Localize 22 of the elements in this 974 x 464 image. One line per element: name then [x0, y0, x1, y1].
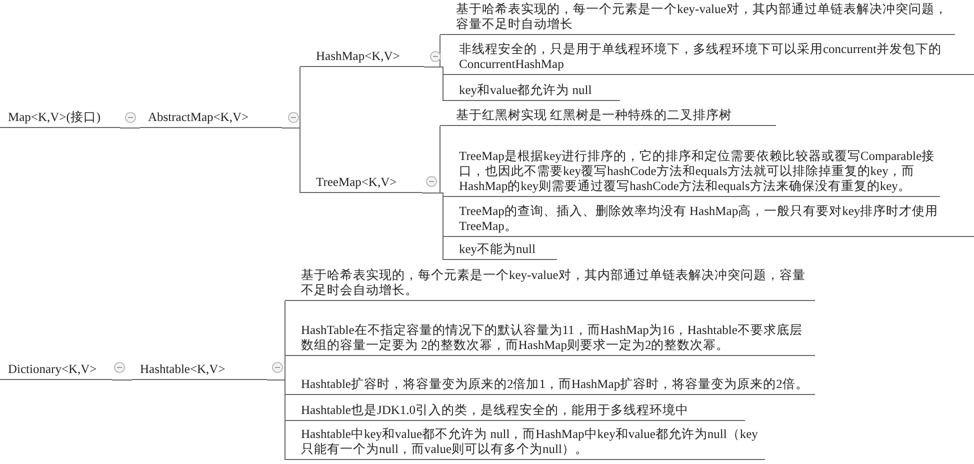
topic-text: key不能为null	[443, 240, 557, 260]
connector-line	[424, 66, 444, 102]
topic-text: Hashtable中key和value都不允许为 null，而HashMap中key和value都允许为null（key只能有一个为null，而value则可以有多个为null）。	[285, 424, 765, 460]
topic-text: 基于红黑树实现 红黑树是一种特殊的二叉排序树	[440, 104, 776, 126]
topic-text: HashMap<K,V>	[300, 47, 424, 67]
topic-text: AbstractMap<K,V>	[140, 108, 282, 128]
topic-text: TreeMap<K,V>	[300, 172, 422, 193]
topic-text: Hashtable扩容时，将容量变为原来的2倍加1，而HashMap扩容时，将容量变为原来的2倍。	[285, 359, 815, 395]
topic-text: TreeMap是根据key进行排序的，它的排序和定位需要依赖比较器或覆写Comparable接口，也因此不需要key覆写hashCode方法和equals方法就可以排除掉重复的key，而HashMap的key则需要通过覆写hashCode方法和equals方法来确保没有重复的key。	[443, 130, 940, 197]
topic-text: TreeMap的查询、插入、删除效率均没有 HashMap高，一般只有要对key排序时才使用TreeMap。	[443, 201, 974, 237]
topic-text: Hashtable<K,V>	[132, 358, 267, 380]
topic-text: 基于哈希表实现的，每一个元素是一个key-value对，其内部通过单链表解决冲突问题，容量不足时自动增长	[440, 2, 955, 35]
topic-text: key和value都允许为 null	[443, 80, 620, 101]
connector-line	[282, 128, 300, 194]
topic-text: HashTable在不指定容量的情况下的默认容量为11，而HashMap为16，Hashtable不要求底层数组的容量一定要为 2的整数次幂，而HashMap则要求一定为2的整数次幂。	[285, 304, 815, 356]
connector-line	[266, 380, 286, 460]
topic-text: Map<K,V>(接口)	[0, 108, 120, 128]
topic-text: 非线程安全的，只是用于单线程环境下，多线程环境下可以采用concurrent并发包下的ConcurrentHashMap	[443, 40, 974, 75]
topic-text: Dictionary<K,V>	[0, 358, 112, 380]
topic-text: 基于哈希表实现的，每个元素是一个key-value对，其内部通过单链表解决冲突问题，容量不足时会自动增长。	[285, 265, 815, 301]
topic-text: Hashtable也是JDK1.0引入的类，是线程安全的，能用于多线程环境中	[285, 399, 745, 421]
connector-line	[422, 192, 444, 260]
